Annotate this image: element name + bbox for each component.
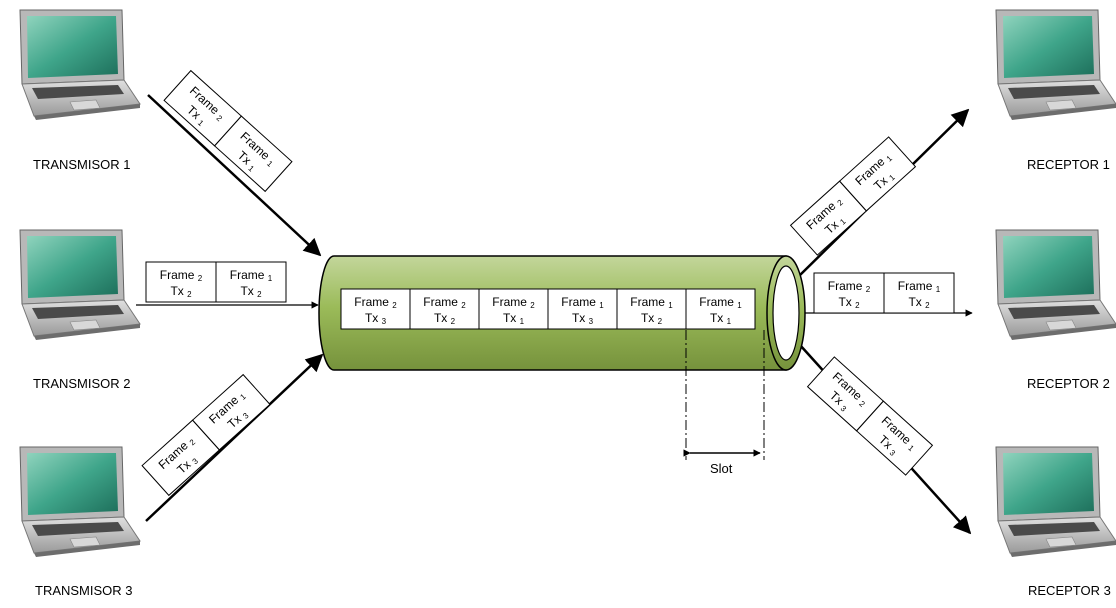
frame-tx-label: Tx 2: [240, 284, 262, 299]
tx3-arrow: [145, 353, 324, 522]
tx2-frames-box-1: Frame 2Tx 2: [145, 261, 217, 303]
channel-frame-4: Frame 1Tx 3: [547, 288, 618, 330]
frame-label: Frame 2: [492, 295, 535, 310]
receiver-2-label: RECEPTOR 2: [1027, 376, 1110, 391]
frame-tx-label: Tx 3: [572, 311, 594, 326]
transmitter-1-label: TRANSMISOR 1: [33, 157, 131, 172]
rx2-frames-box-2: Frame 1Tx 2: [883, 272, 955, 314]
transmitter-3-laptop: [19, 446, 141, 557]
channel-frame-5: Frame 1Tx 2: [616, 288, 687, 330]
channel-frame-6: Frame 1Tx 1: [685, 288, 756, 330]
receiver-3-label: RECEPTOR 3: [1028, 583, 1111, 598]
rx3-frames-box-2: Frame 1Tx 3: [855, 400, 934, 476]
tx2-frames-box-2: Frame 1Tx 2: [215, 261, 287, 303]
receiver-1-laptop: [995, 9, 1116, 120]
frame-tx-label: Tx 2: [434, 311, 456, 326]
receiver-1-label: RECEPTOR 1: [1027, 157, 1110, 172]
frame-tx-label: Tx 2: [838, 295, 860, 310]
transmitter-2-laptop: [19, 229, 141, 340]
slot-marker: [683, 330, 765, 460]
tx1-frames-box-1: Frame 2Tx 1: [163, 69, 243, 147]
frame-tx-label: Tx 2: [641, 311, 663, 326]
frame-label: Frame 2: [828, 279, 871, 294]
transmitter-2-label: TRANSMISOR 2: [33, 376, 131, 391]
frame-label: Frame 1: [699, 295, 742, 310]
tube-end-opening: [772, 265, 800, 361]
receiver-2-laptop: [995, 229, 1116, 340]
receiver-3-laptop: [995, 446, 1116, 557]
channel-frame-3: Frame 2Tx 1: [478, 288, 549, 330]
frame-tx-label: Tx 3: [365, 311, 387, 326]
frame-tx-label: Tx 2: [908, 295, 930, 310]
frame-tx-label: Tx 1: [710, 311, 732, 326]
frame-label: Frame 2: [160, 268, 203, 283]
frame-label: Frame 2: [423, 295, 466, 310]
frame-tx-label: Tx 1: [503, 311, 525, 326]
tx3-frames-box-1: Frame 2Tx 3: [141, 419, 221, 497]
channel-frame-1: Frame 2Tx 3: [340, 288, 411, 330]
rx1-frames-box-2: Frame 1Tx 1: [838, 136, 917, 212]
frame-label: Frame 2: [354, 295, 397, 310]
frame-tx-label: Tx 2: [170, 284, 192, 299]
laptops-group: [19, 9, 1116, 557]
frame-label: Frame 1: [230, 268, 273, 283]
transmitter-1-laptop: [19, 9, 141, 120]
rx2-frames-box-1: Frame 2Tx 2: [813, 272, 885, 314]
channel-frame-2: Frame 2Tx 2: [409, 288, 480, 330]
transmitter-3-label: TRANSMISOR 3: [35, 583, 133, 598]
frame-label: Frame 1: [561, 295, 604, 310]
frame-label: Frame 1: [630, 295, 673, 310]
frame-label: Frame 1: [898, 279, 941, 294]
slot-label: Slot: [710, 461, 733, 476]
tx1-arrow: [147, 94, 322, 257]
